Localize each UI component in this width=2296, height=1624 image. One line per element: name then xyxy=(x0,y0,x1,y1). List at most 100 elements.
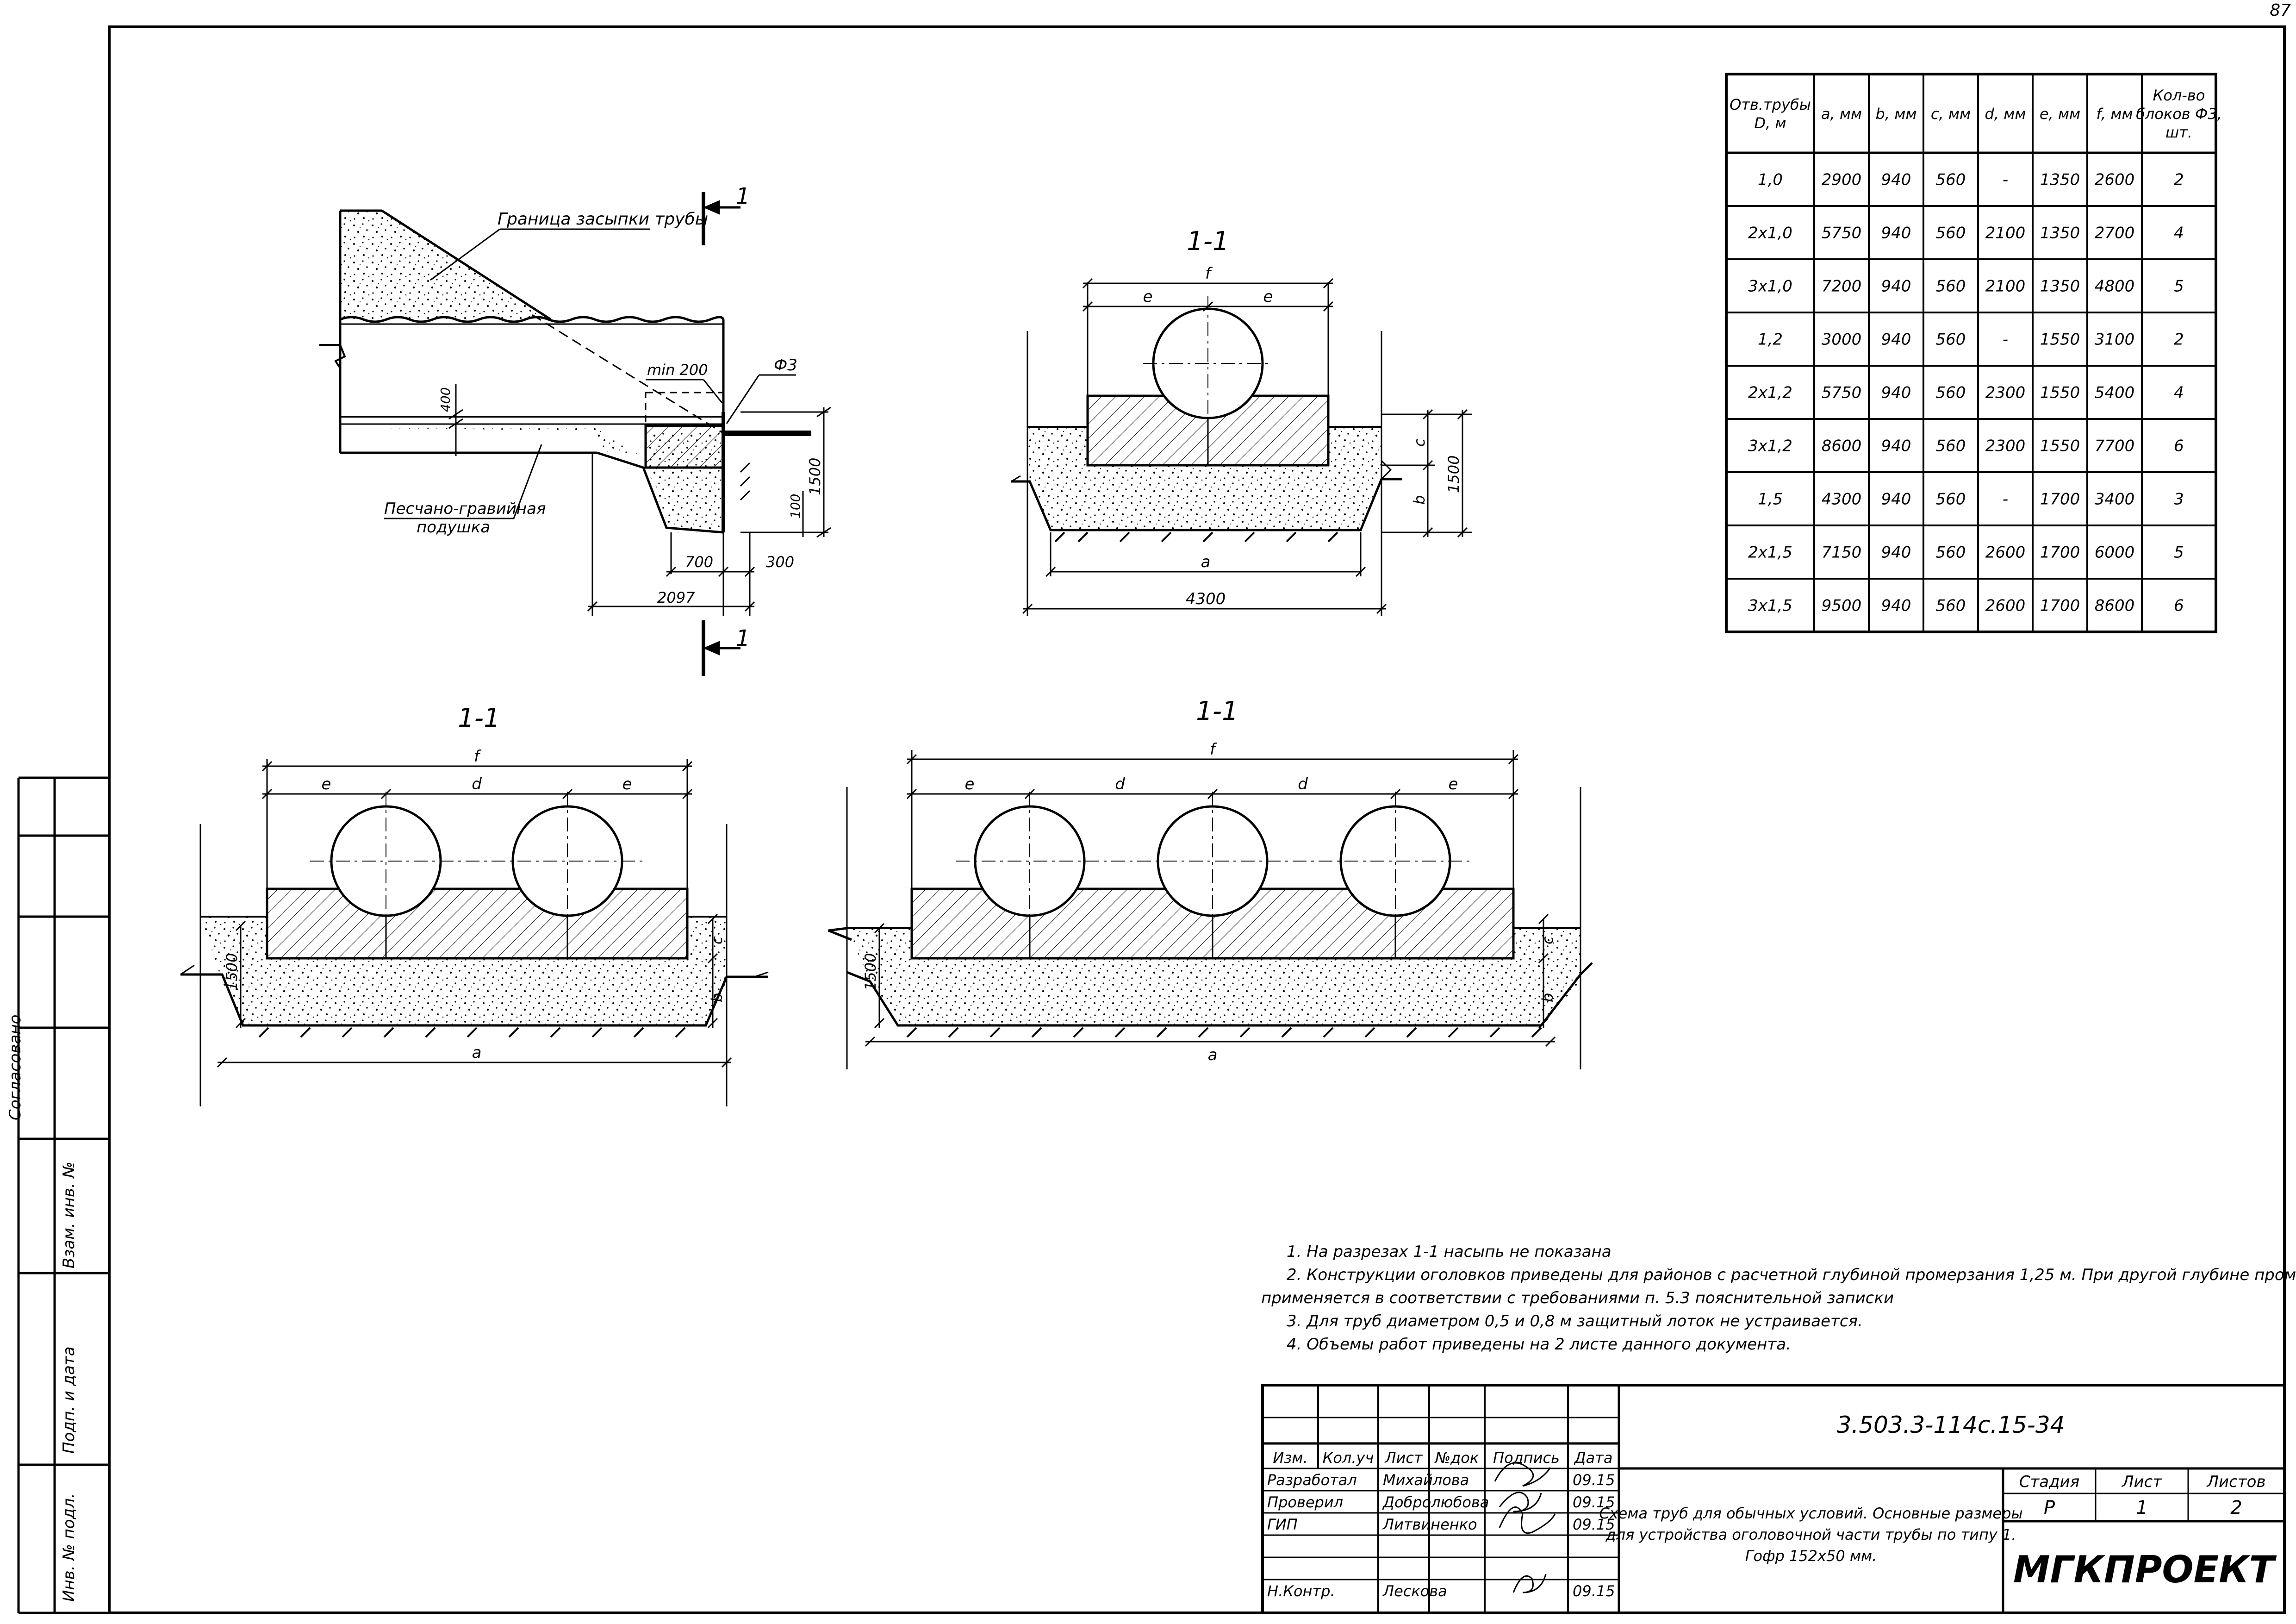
title-line-3: Гофр 152х50 мм. xyxy=(1745,1547,1877,1565)
table-cell: 2х1,0 xyxy=(1748,224,1792,243)
table-header-cell: блоков Ф3, xyxy=(2136,105,2222,123)
table-cell: 940 xyxy=(1881,277,1911,296)
table-cell: - xyxy=(2003,171,2008,189)
col-list: Лист xyxy=(1384,1449,1423,1467)
table-header-cell: a, мм xyxy=(1821,105,1862,123)
table-cell: 2600 xyxy=(2095,171,2135,189)
table-header-cell: e, мм xyxy=(2040,105,2080,123)
table-header-cell: D, м xyxy=(1754,114,1786,132)
table-cell: 3400 xyxy=(2095,490,2135,509)
name-proveril: Добролюбова xyxy=(1382,1493,1489,1511)
table-cell: 940 xyxy=(1881,597,1911,615)
table-cell: - xyxy=(2003,331,2008,349)
table-cell: 9500 xyxy=(1822,597,1862,615)
table-header-cell: b, мм xyxy=(1876,105,1917,123)
cushion-label-2: подушка xyxy=(417,518,490,537)
table-cell: 560 xyxy=(1936,597,1966,615)
section-double-pipe xyxy=(180,759,769,1106)
triple-dim-e1: e xyxy=(965,775,975,793)
table-cell: - xyxy=(2003,490,2008,509)
title-line-2: для устройства оголовочной части трубы п… xyxy=(1605,1526,2016,1543)
left-margin-stamp xyxy=(17,776,109,1614)
margin-sign-date: Подп. и дата xyxy=(60,1346,78,1454)
date-proveril: 09.15 xyxy=(1573,1493,1615,1511)
single-dim-b: b xyxy=(1411,495,1428,505)
date-razrabotal: 09.15 xyxy=(1573,1471,1615,1489)
table-cell: 5750 xyxy=(1822,224,1862,243)
table-cell: 940 xyxy=(1881,490,1911,509)
col-ndok: №док xyxy=(1434,1449,1479,1467)
single-dim-c: c xyxy=(1411,438,1428,447)
table-cell: 1,0 xyxy=(1758,171,1783,189)
table-cell: 6 xyxy=(2174,597,2184,615)
block-f3-label: Ф3 xyxy=(774,356,797,375)
boundary-label: Граница засыпки трубы xyxy=(498,210,708,229)
triple-dim-e2: e xyxy=(1449,775,1458,793)
margin-soglasovano: Согласовано xyxy=(6,1015,25,1120)
table-cell: 8600 xyxy=(1822,437,1862,456)
name-nkontr: Лескова xyxy=(1382,1582,1447,1600)
stage-label: Стадия xyxy=(2019,1473,2079,1491)
cushion-label-1: Песчано-гравийная xyxy=(384,500,546,518)
section-triple-title: 1-1 xyxy=(1196,696,1238,726)
section-single-pipe xyxy=(1011,278,1472,616)
table-cell: 940 xyxy=(1881,331,1911,349)
table-cell: 4800 xyxy=(2095,277,2135,296)
table-cell: 5400 xyxy=(2095,384,2135,402)
double-dim-d: d xyxy=(472,775,482,793)
table-cell: 2100 xyxy=(1985,224,2026,243)
section-mark-top: 1 xyxy=(736,183,750,209)
table-cell: 560 xyxy=(1936,543,1966,562)
table-cell: 3100 xyxy=(2095,331,2135,349)
table-cell: 4300 xyxy=(1822,490,1862,509)
table-cell: 3000 xyxy=(1822,331,1862,349)
table-cell: 5750 xyxy=(1822,384,1862,402)
single-dim-f: f xyxy=(1205,264,1213,283)
table-cell: 1350 xyxy=(2040,171,2080,189)
table-cell: 6 xyxy=(2174,437,2184,456)
dim-400: 400 xyxy=(438,387,453,412)
triple-dim-c: c xyxy=(1539,936,1556,944)
table-cell: 7700 xyxy=(2095,437,2135,456)
note-4: 4. Объемы работ приведены на 2 листе дан… xyxy=(1287,1335,1791,1354)
table-cell: 560 xyxy=(1936,171,1966,189)
table-cell: 940 xyxy=(1881,224,1911,243)
role-nkontr: Н.Контр. xyxy=(1267,1582,1335,1600)
col-izm: Изм. xyxy=(1273,1449,1307,1467)
table-cell: 2600 xyxy=(1985,597,2026,615)
table-cell: 1550 xyxy=(2040,331,2080,349)
drawing-frame xyxy=(108,25,2286,1614)
table-header-cell: c, мм xyxy=(1931,105,1971,123)
table-cell: 2300 xyxy=(1985,437,2026,456)
dim-300: 300 xyxy=(766,553,794,571)
col-data: Дата xyxy=(1574,1449,1613,1467)
table-cell: 5 xyxy=(2174,277,2184,296)
table-cell: 4 xyxy=(2174,224,2184,243)
table-cell: 2900 xyxy=(1822,171,1862,189)
double-dim-h: 1500 xyxy=(223,953,241,991)
margin-inv-num: Инв. № подл. xyxy=(60,1493,78,1602)
table-cell: 3х1,5 xyxy=(1748,597,1792,615)
table-header-cell: Отв.трубы xyxy=(1730,96,1811,113)
table-cell: 3х1,0 xyxy=(1748,277,1792,296)
table-cell: 4 xyxy=(2174,384,2184,402)
table-cell: 2300 xyxy=(1985,384,2026,402)
triple-dim-b: b xyxy=(1539,993,1556,1002)
title-line-1: Схема труб для обычных условий. Основные… xyxy=(1599,1505,2022,1522)
dim-700: 700 xyxy=(685,553,713,571)
table-cell: 2600 xyxy=(1985,543,2026,562)
table-cell: 940 xyxy=(1881,384,1911,402)
title-block xyxy=(1261,1384,2286,1614)
col-podpis: Подпись xyxy=(1493,1449,1560,1467)
section-double-title: 1-1 xyxy=(458,703,500,733)
table-cell: 5 xyxy=(2174,543,2184,562)
table-cell: 940 xyxy=(1881,171,1911,189)
note-2: 2. Конструкции оголовков приведены для р… xyxy=(1287,1266,2296,1284)
table-cell: 2х1,5 xyxy=(1748,543,1792,562)
dim-2097: 2097 xyxy=(657,589,695,606)
double-dim-f: f xyxy=(474,747,482,766)
sheet-label: Лист xyxy=(2121,1473,2162,1491)
table-cell: 1550 xyxy=(2040,437,2080,456)
single-dim-e1: e xyxy=(1143,287,1153,306)
